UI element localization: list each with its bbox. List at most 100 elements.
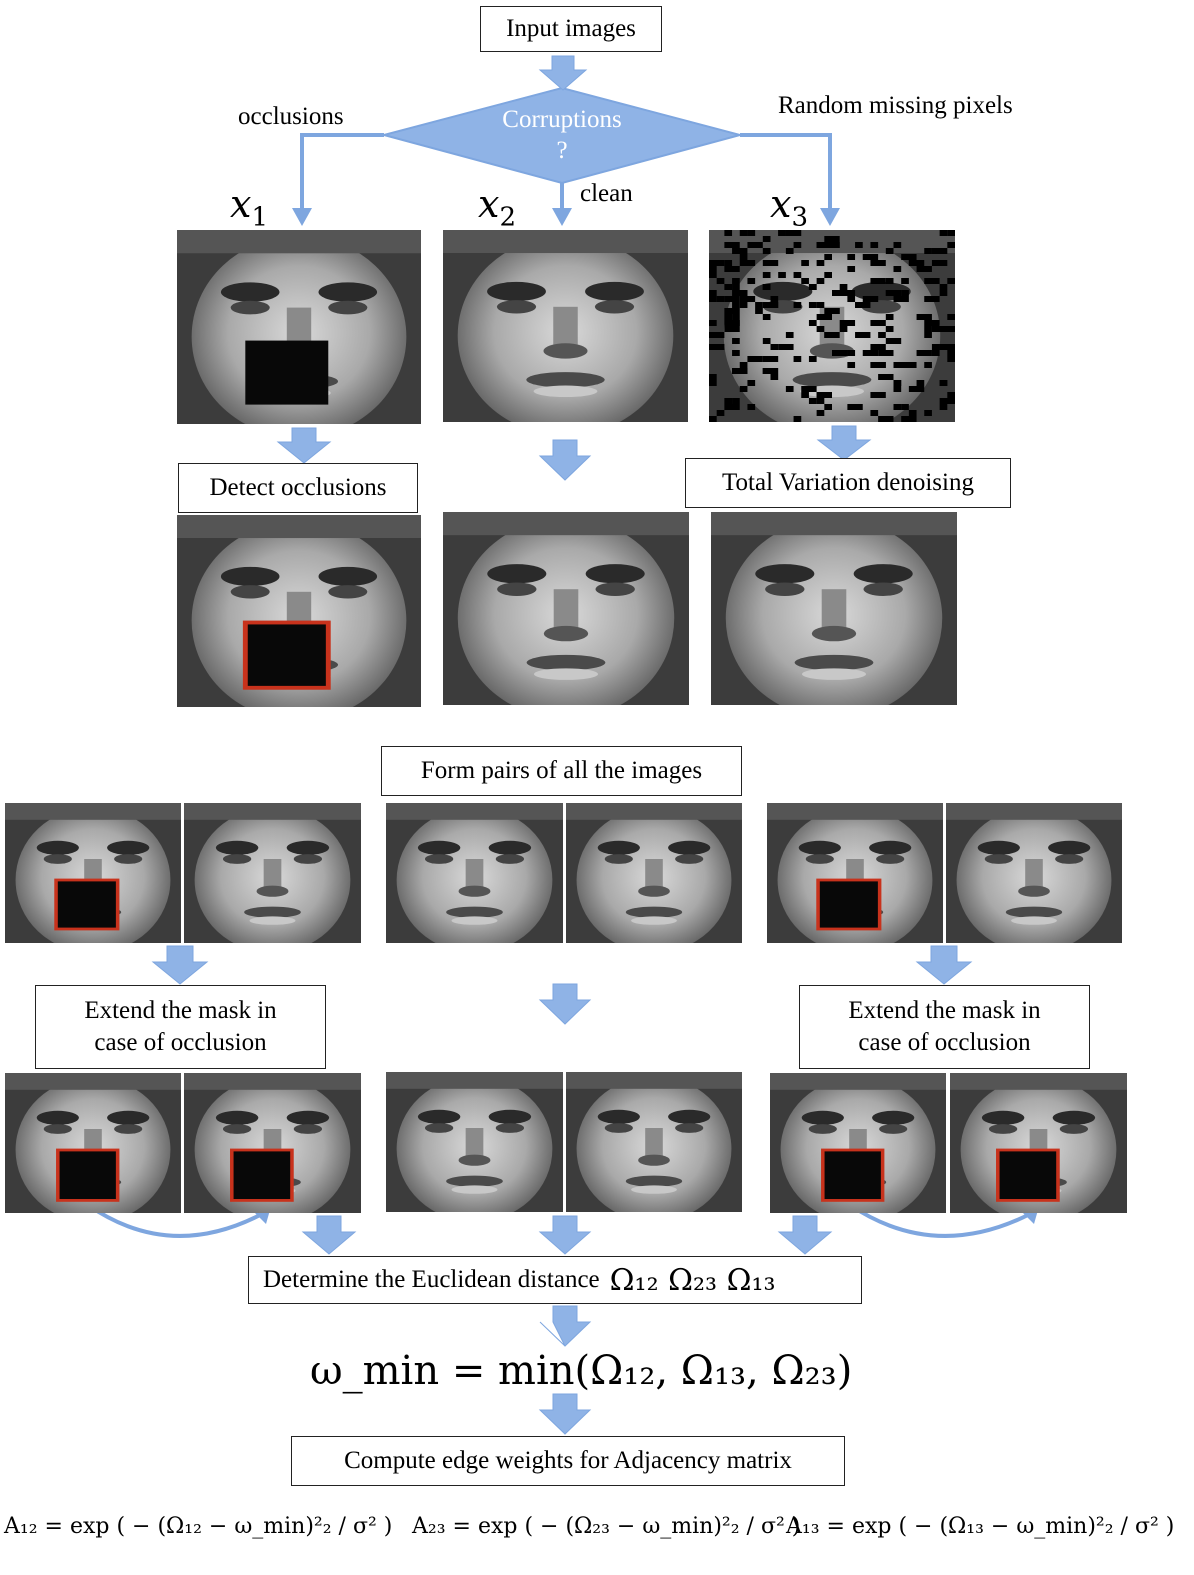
face-x1-detected <box>177 515 421 707</box>
missing-pixel <box>801 386 817 392</box>
arrow-x3-down <box>816 425 872 461</box>
edge-weights-label: Compute edge weights for Adjacency matri… <box>344 1446 792 1474</box>
curve-arrow-left <box>86 1203 263 1238</box>
missing-pixel <box>916 266 932 272</box>
missing-pixel <box>816 398 825 404</box>
missing-pixel <box>893 242 902 248</box>
extend-mask-right-line2: case of occlusion <box>858 1029 1031 1056</box>
missing-pixel <box>870 362 886 368</box>
missing-pixel <box>839 326 848 332</box>
branch-right-line <box>740 133 832 212</box>
var-x1-letter: x <box>230 182 252 226</box>
arrow-pair-mid-down <box>538 983 592 1025</box>
missing-pixel <box>924 248 932 254</box>
missing-pixel <box>870 278 886 284</box>
missing-pixel <box>739 230 748 236</box>
form-pairs-box: Form pairs of all the images <box>381 746 742 796</box>
edge-weights-box: Compute edge weights for Adjacency matri… <box>291 1436 845 1486</box>
arrow-x1-down <box>276 427 332 464</box>
missing-pixel <box>816 392 832 398</box>
missing-pixel <box>901 254 917 260</box>
missing-pixel <box>732 278 740 284</box>
form-pairs-label: Form pairs of all the images <box>420 756 703 784</box>
missing-pixel <box>931 326 948 332</box>
missing-pixel <box>747 380 756 386</box>
var-x1: x1 <box>230 182 268 233</box>
euclidean-distance-box: Determine the Euclidean distance Ω₁₂ Ω₂₃… <box>248 1256 862 1304</box>
euclidean-distance-label: Determine the Euclidean distance <box>263 1265 600 1293</box>
missing-pixel <box>724 230 733 236</box>
missing-pixel <box>832 350 848 356</box>
missing-pixel <box>747 230 756 236</box>
face-x3-denoised <box>711 512 957 705</box>
arrow-to-omega <box>539 1305 592 1347</box>
formula-A12: A₁₂ = exp ( − (Ω₁₂ − ω_min)²₂ / σ² ) <box>4 1514 393 1539</box>
missing-pixel <box>808 398 817 404</box>
missing-pixel <box>893 386 902 392</box>
missing-pixel <box>901 290 909 296</box>
face-x3-missing-pixels <box>709 230 955 422</box>
missing-pixel <box>785 332 794 338</box>
missing-pixel <box>839 284 848 290</box>
branch-left-arrowhead <box>292 208 312 226</box>
extend-mask-right-line1: Extend the mask in <box>848 996 1041 1024</box>
missing-pixel <box>855 242 863 248</box>
missing-pixel <box>732 368 748 374</box>
decision-label: Corruptions <box>502 106 622 133</box>
missing-pixel <box>785 230 802 236</box>
input-images-box: Input images <box>480 6 662 52</box>
missing-pixel <box>755 302 763 308</box>
missing-pixel <box>732 302 740 308</box>
missing-pixel <box>785 248 794 254</box>
missing-pixel <box>947 314 955 320</box>
missing-pixel <box>947 278 955 284</box>
missing-pixel <box>793 302 802 308</box>
missing-pixel <box>747 356 763 362</box>
missing-pixel <box>939 404 948 410</box>
missing-pixel <box>947 392 955 398</box>
missing-pixel <box>893 296 909 302</box>
missing-pixel <box>931 344 940 350</box>
missing-pixel <box>793 356 802 362</box>
pair23-face-a <box>386 803 563 943</box>
missing-pixel <box>939 230 948 236</box>
missing-pixel <box>908 386 925 392</box>
missing-pixel <box>739 260 756 266</box>
missing-pixel <box>739 362 748 368</box>
arrow-to-edge <box>538 1393 592 1435</box>
missing-pixel <box>732 338 740 344</box>
pair23-unmasked-b <box>566 1072 742 1212</box>
missing-pixel <box>939 398 955 404</box>
branch-random-label: Random missing pixels <box>778 92 1013 119</box>
missing-pixel <box>855 302 871 308</box>
missing-pixel <box>824 314 832 320</box>
var-x1-sub: 1 <box>251 202 268 233</box>
missing-pixel <box>901 362 909 368</box>
missing-pixel <box>732 284 740 290</box>
missing-pixel <box>724 308 740 314</box>
missing-pixel <box>893 266 902 272</box>
missing-pixel <box>924 326 932 332</box>
missing-pixel <box>939 284 948 290</box>
missing-pixel <box>716 278 725 284</box>
extend-mask-left-line2: case of occlusion <box>94 1029 267 1056</box>
missing-pixel <box>808 320 817 326</box>
missing-pixel <box>839 320 856 326</box>
missing-pixel <box>762 314 771 320</box>
missing-pixel <box>931 350 940 356</box>
missing-pixel <box>862 254 879 260</box>
missing-pixel <box>939 344 955 350</box>
missing-pixel <box>901 404 909 410</box>
missing-pixel <box>762 338 771 344</box>
euclidean-distance-math: Ω₁₂ Ω₂₃ Ω₁₃ <box>609 1262 776 1298</box>
missing-pixel <box>747 278 756 284</box>
missing-pixel <box>870 320 886 326</box>
pair12-face-a <box>5 803 181 943</box>
missing-pixel <box>824 272 832 278</box>
missing-pixel <box>885 338 894 344</box>
missing-pixel <box>724 320 740 326</box>
missing-pixel <box>709 272 717 278</box>
missing-pixel <box>709 380 717 386</box>
var-x2: x2 <box>478 182 516 233</box>
